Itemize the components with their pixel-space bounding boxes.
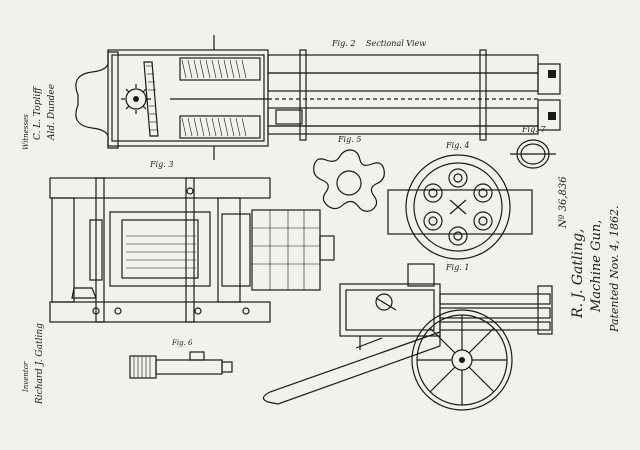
invention-title: Machine Gun, [589, 220, 604, 313]
fig2-label: Fig. 2 [331, 39, 355, 48]
fig5-label: Fig. 5 [337, 135, 361, 144]
fig6-label: Fig. 6 [171, 339, 193, 347]
fig2-caption: Sectional View [366, 39, 426, 48]
fig4-barrel-cluster: Fig. 4 [387, 141, 533, 260]
patent-date: Patented Nov. 4, 1862. [608, 205, 621, 333]
witness-1-signature: C. L. Topliff [33, 86, 43, 140]
fig7-label: Fig. 7 [521, 125, 546, 134]
barrel-cluster-icon [423, 168, 493, 246]
fig3-label: Fig. 3 [149, 160, 173, 169]
witnesses-block: Witnesses C. L. Topliff Ald. Dundee [22, 84, 57, 150]
inventor-label: Inventor [22, 361, 30, 393]
fig4-label: Fig. 4 [445, 141, 469, 150]
fig1-gun-on-carriage: Fig. 1 [262, 263, 553, 411]
fig6-lock-piece: Fig. 6 [129, 339, 233, 379]
fig5-star-wheel: Fig. 5 [313, 135, 385, 212]
fig3-plan-view: Fig. 3 [49, 160, 335, 323]
inventor-name: R. J. Gatling, [570, 229, 586, 319]
inventor-signature: Richard J. Gatling [35, 323, 45, 405]
title-block: Nº 36,836 R. J. Gatling, Machine Gun, Pa… [558, 176, 621, 333]
witnesses-label: Witnesses [22, 114, 30, 150]
inventor-block: Inventor Richard J. Gatling [22, 323, 45, 405]
patent-number: Nº 36,836 [558, 176, 569, 229]
fig7-ring: Fig. 7 [510, 125, 556, 169]
witness-2-signature: Ald. Dundee [47, 84, 57, 141]
fig1-label: Fig. 1 [445, 263, 469, 272]
fig2-sectional-view: Fig. 2 Sectional View [75, 35, 561, 160]
